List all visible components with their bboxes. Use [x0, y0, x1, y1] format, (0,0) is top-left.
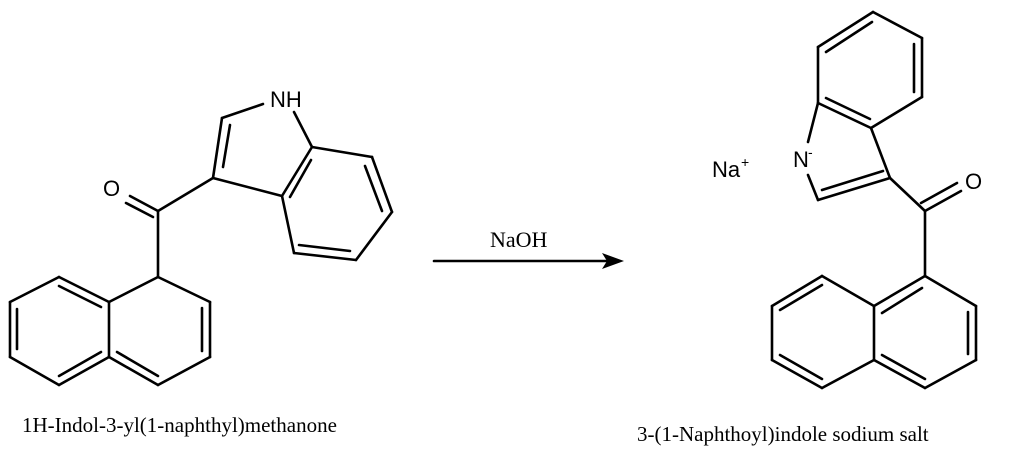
reactant-nh-label: NH [270, 87, 302, 112]
product-sodium-charge: + [741, 154, 749, 170]
reactant-name: 1H-Indol-3-yl(1-naphthyl)methanone [22, 413, 337, 437]
reaction-arrow [432, 253, 624, 269]
product-sodium-label: Na [712, 157, 741, 182]
reactant-naphthalene [8, 275, 212, 387]
product-nitrogen-charge: - [808, 144, 813, 160]
product-carbonyl [888, 176, 963, 278]
product-pyrrole [806, 101, 892, 202]
arrow-head [602, 253, 624, 269]
product-naphthalene [770, 274, 978, 390]
product-benzene [816, 10, 924, 130]
reactant-oxygen-label: O [103, 176, 120, 201]
reactant-carbonyl [124, 176, 215, 279]
reactant-benzene [280, 145, 394, 262]
product-structure: Na + N - O [712, 10, 982, 390]
reactant-structure: NH O [8, 87, 394, 387]
product-name: 3-(1-Naphthoyl)indole sodium salt [637, 422, 929, 446]
product-nitrogen-label: N [793, 147, 809, 172]
product-oxygen-label: O [965, 169, 982, 194]
reagent-label: NaOH [490, 227, 548, 252]
reactant-pyrrole [211, 102, 314, 198]
